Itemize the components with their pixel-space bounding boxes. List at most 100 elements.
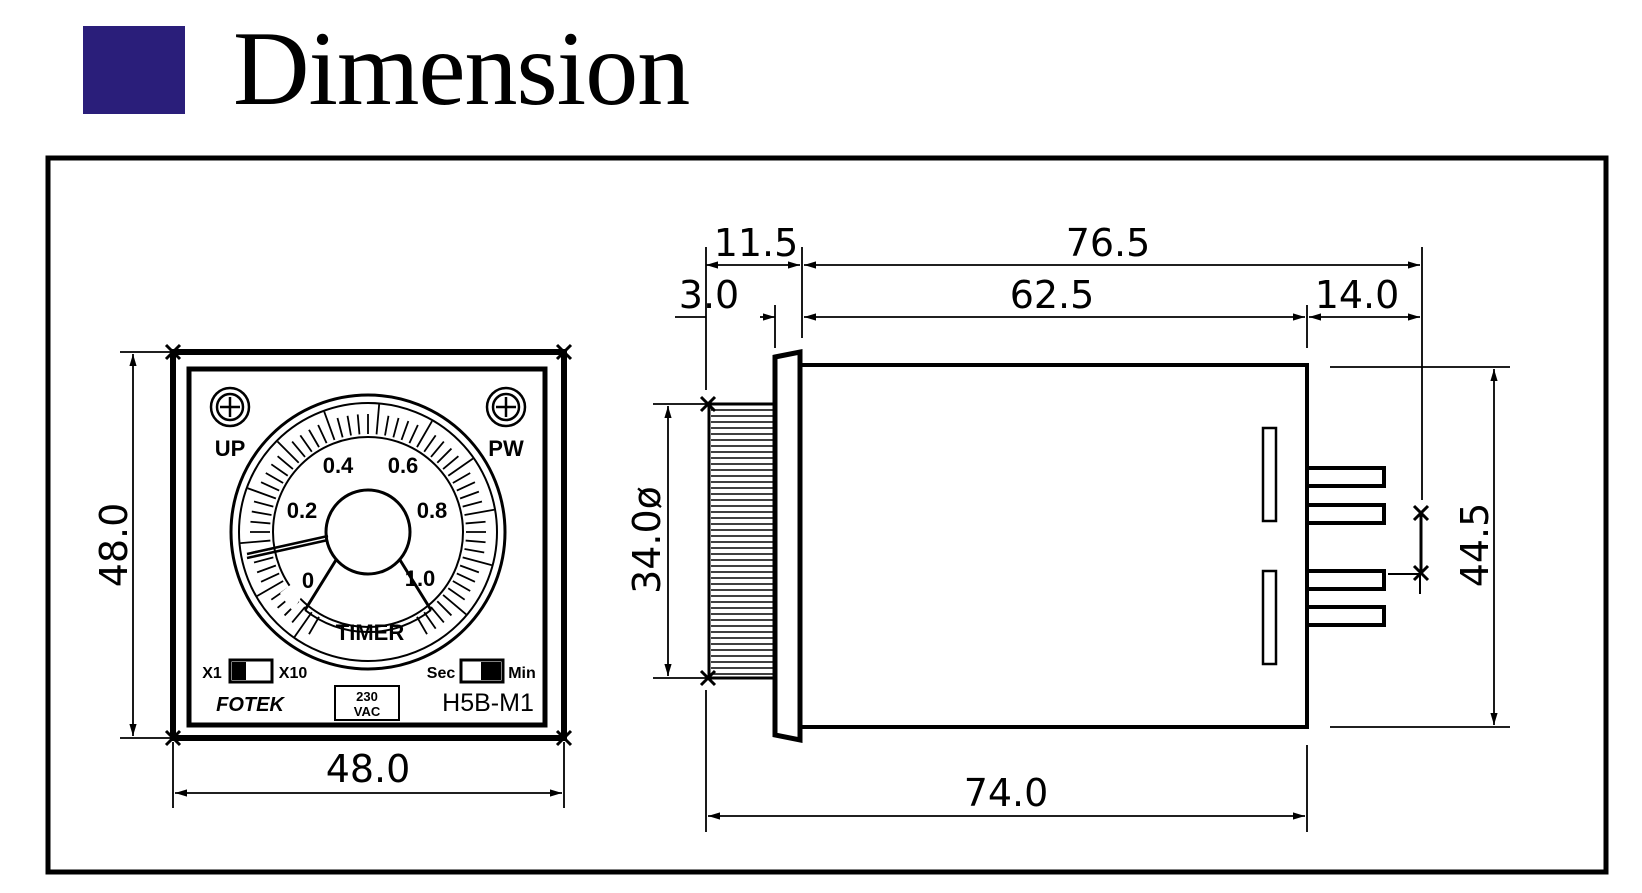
unit-left-label: Sec xyxy=(427,665,456,682)
timer-dial xyxy=(229,393,507,671)
dial-tick xyxy=(251,510,272,516)
dial-tick xyxy=(256,580,284,597)
dial-tick xyxy=(240,539,271,545)
range-switch xyxy=(228,658,274,684)
brand-logo: FOTEK xyxy=(216,694,285,716)
up-label: UP xyxy=(215,436,246,461)
dial-tick xyxy=(247,487,277,500)
dial-scale-1-0: 1.0 xyxy=(405,566,436,591)
connector-pins xyxy=(1307,466,1386,627)
dial-tick xyxy=(253,556,274,564)
dial-tick xyxy=(392,417,400,438)
dial-knob xyxy=(324,488,412,576)
dial-tick xyxy=(459,490,480,500)
dial-tick xyxy=(317,424,328,444)
dial-tick xyxy=(260,572,280,583)
dial-tick xyxy=(447,457,474,477)
dial-tick xyxy=(416,420,433,448)
voltage-box xyxy=(334,685,400,721)
dial-tick xyxy=(260,481,280,492)
dial-tick xyxy=(323,411,336,441)
dial-tick xyxy=(416,616,428,635)
range-left-label: X1 xyxy=(202,665,222,682)
dial-tick xyxy=(375,404,381,435)
corner-marks xyxy=(164,343,573,747)
front-height-dim: 48.0 xyxy=(92,503,136,588)
dial-scale-0-2: 0.2 xyxy=(287,498,318,523)
dial-tick xyxy=(464,508,495,516)
dial-tick xyxy=(456,572,476,583)
dim-34-dia: 34.0ø xyxy=(625,486,669,594)
dial-tick xyxy=(400,420,410,441)
knurled-knob xyxy=(707,402,777,680)
dial-label: TIMER xyxy=(336,620,405,645)
dial-tick xyxy=(464,548,485,554)
dial-tick xyxy=(442,455,459,470)
unit-switch xyxy=(459,658,505,684)
dial-tick xyxy=(250,520,271,525)
dial-tick xyxy=(384,415,390,436)
dial-tick xyxy=(423,434,437,453)
dim-62-5: 62.5 xyxy=(1010,273,1095,317)
voltage-line1: 230 xyxy=(356,689,378,704)
front-view xyxy=(164,343,573,747)
dim-3-0: 3.0 xyxy=(679,273,739,317)
dial-tick xyxy=(277,455,294,470)
dial-tick xyxy=(291,606,306,623)
dial-tick xyxy=(308,616,320,635)
body-slot-lower xyxy=(1261,569,1278,666)
dial-tick xyxy=(356,414,361,435)
dial-tick xyxy=(291,441,306,458)
dial-scale-0-8: 0.8 xyxy=(417,498,448,523)
mounting-flange xyxy=(772,348,803,744)
front-width-dim: 48.0 xyxy=(326,747,411,791)
dial-tick xyxy=(430,441,445,458)
dial-tick xyxy=(299,434,313,453)
dial-tick xyxy=(308,429,320,448)
front-panel xyxy=(186,366,548,728)
dim-76-5: 76.5 xyxy=(1066,221,1151,265)
voltage-line2: VAC xyxy=(354,704,381,719)
header: Dimension xyxy=(0,0,1642,140)
front-dimensions xyxy=(120,351,565,808)
dial-tick xyxy=(452,580,471,592)
front-bezel xyxy=(170,349,567,741)
dial-pointer xyxy=(246,534,329,560)
dial-tick xyxy=(256,564,277,574)
dial-tick xyxy=(423,611,437,630)
dial-scale-0: 0 xyxy=(302,568,314,593)
pw-label: PW xyxy=(488,436,524,461)
dial-tick xyxy=(465,539,486,544)
dial-tick xyxy=(459,564,480,574)
dial-tick xyxy=(452,472,471,484)
dial-tick xyxy=(270,463,289,477)
dial-scale-0-4: 0.4 xyxy=(323,453,354,478)
dial-tick xyxy=(336,417,344,438)
side-dimensions xyxy=(653,247,1510,832)
unit-right-label: Min xyxy=(508,665,536,682)
dial-tick xyxy=(346,415,352,436)
dim-14-0: 14.0 xyxy=(1315,273,1400,317)
timer-body xyxy=(798,363,1309,729)
dial-tick xyxy=(447,587,466,601)
dial-tick xyxy=(436,447,453,464)
dial-tick xyxy=(293,611,313,638)
range-right-label: X10 xyxy=(279,665,308,682)
dial-tick xyxy=(253,500,274,508)
up-knob-icon xyxy=(209,386,251,428)
page-title: Dimension xyxy=(233,10,690,127)
dial-tick xyxy=(456,481,476,492)
dim-74-0: 74.0 xyxy=(964,771,1049,815)
dial-tick xyxy=(276,440,300,464)
dial-tick xyxy=(430,606,445,623)
dial-tick xyxy=(408,424,419,444)
dim-44-5: 44.5 xyxy=(1453,503,1497,588)
dial-tick xyxy=(462,500,483,508)
dial-tick xyxy=(265,472,284,484)
dim-11-5: 11.5 xyxy=(714,221,799,265)
dial-tick xyxy=(436,600,453,617)
square-block-icon xyxy=(83,26,185,114)
dial-scale-0-6: 0.6 xyxy=(388,453,419,478)
model-label: H5B-M1 xyxy=(442,689,534,717)
